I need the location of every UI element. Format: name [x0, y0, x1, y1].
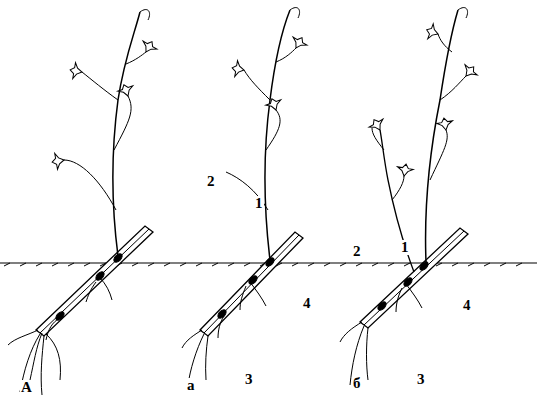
callout-number: 1	[254, 196, 264, 211]
callout-number: 3	[416, 372, 426, 387]
callout-number: 1	[400, 240, 410, 255]
callout-number: 4	[462, 298, 472, 313]
callout-number: 2	[352, 244, 362, 259]
callout-number: 3	[244, 372, 254, 387]
figure-letter: б	[352, 376, 362, 391]
figure-letter: А	[20, 380, 33, 395]
callout-number: 4	[302, 296, 312, 311]
figure-letter: а	[186, 378, 196, 393]
callout-number: 2	[206, 174, 216, 189]
